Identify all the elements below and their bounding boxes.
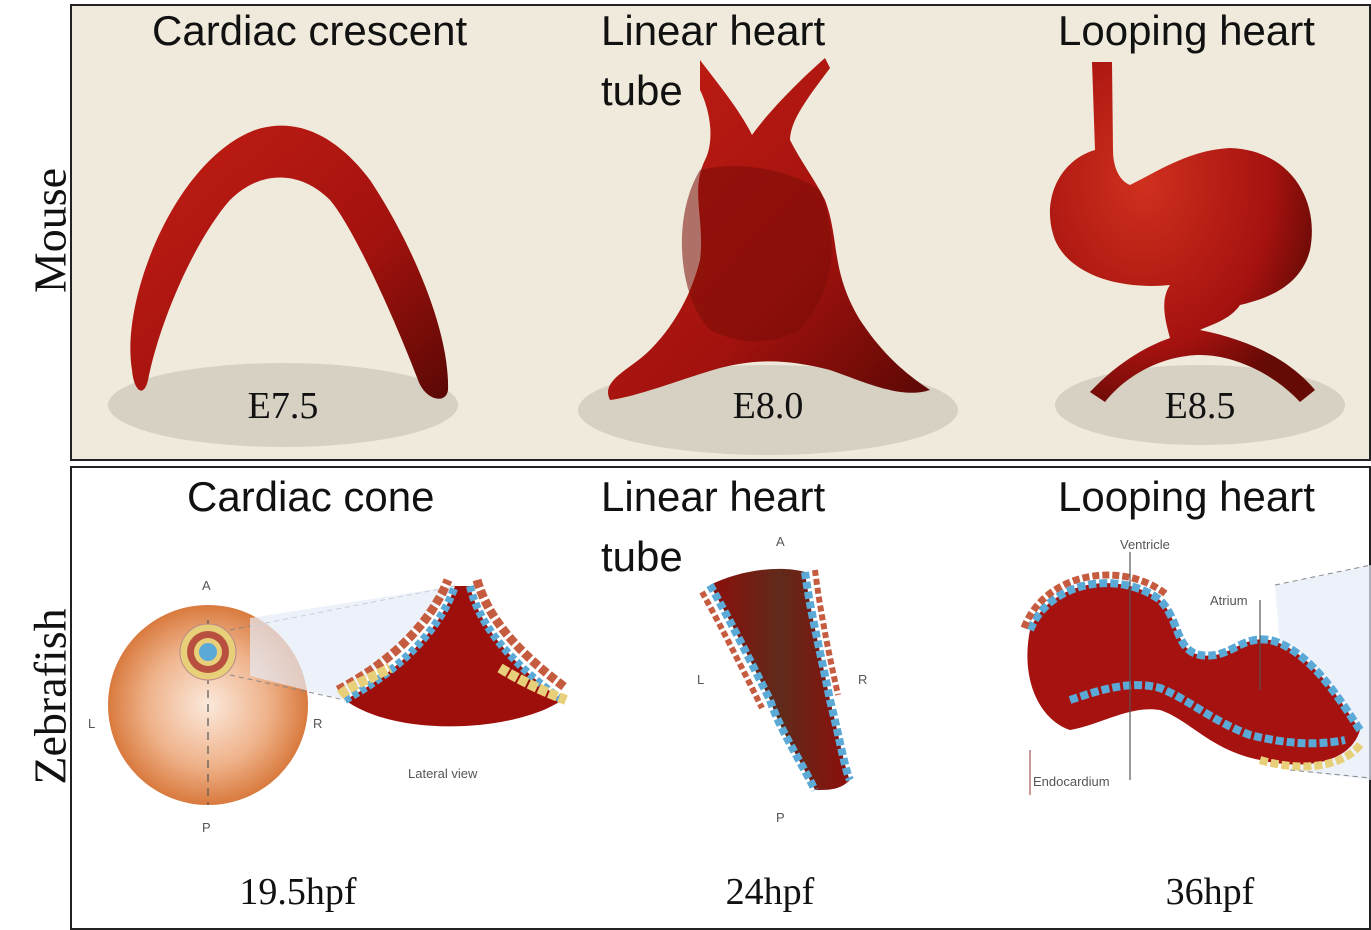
loop-label-ventricle: Ventricle bbox=[1120, 537, 1170, 552]
fish-stage-36: 36hpf bbox=[1130, 870, 1290, 914]
cone-axis-p: P bbox=[202, 820, 211, 835]
tube-axis-p: P bbox=[776, 810, 785, 825]
cone-axis-l: L bbox=[88, 716, 95, 731]
loop-label-endocardium: Endocardium bbox=[1033, 774, 1110, 789]
tube-axis-l: L bbox=[697, 672, 704, 687]
loop-label-atrium: Atrium bbox=[1210, 593, 1248, 608]
fish-stage-195: 19.5hpf bbox=[218, 870, 378, 914]
cone-inset-caption: Lateral view bbox=[408, 766, 477, 781]
cone-axis-a: A bbox=[202, 578, 211, 593]
tube-axis-a: A bbox=[776, 534, 785, 549]
tube-axis-r: R bbox=[858, 672, 867, 687]
fish-stage-24: 24hpf bbox=[690, 870, 850, 914]
cone-axis-r: R bbox=[313, 716, 322, 731]
